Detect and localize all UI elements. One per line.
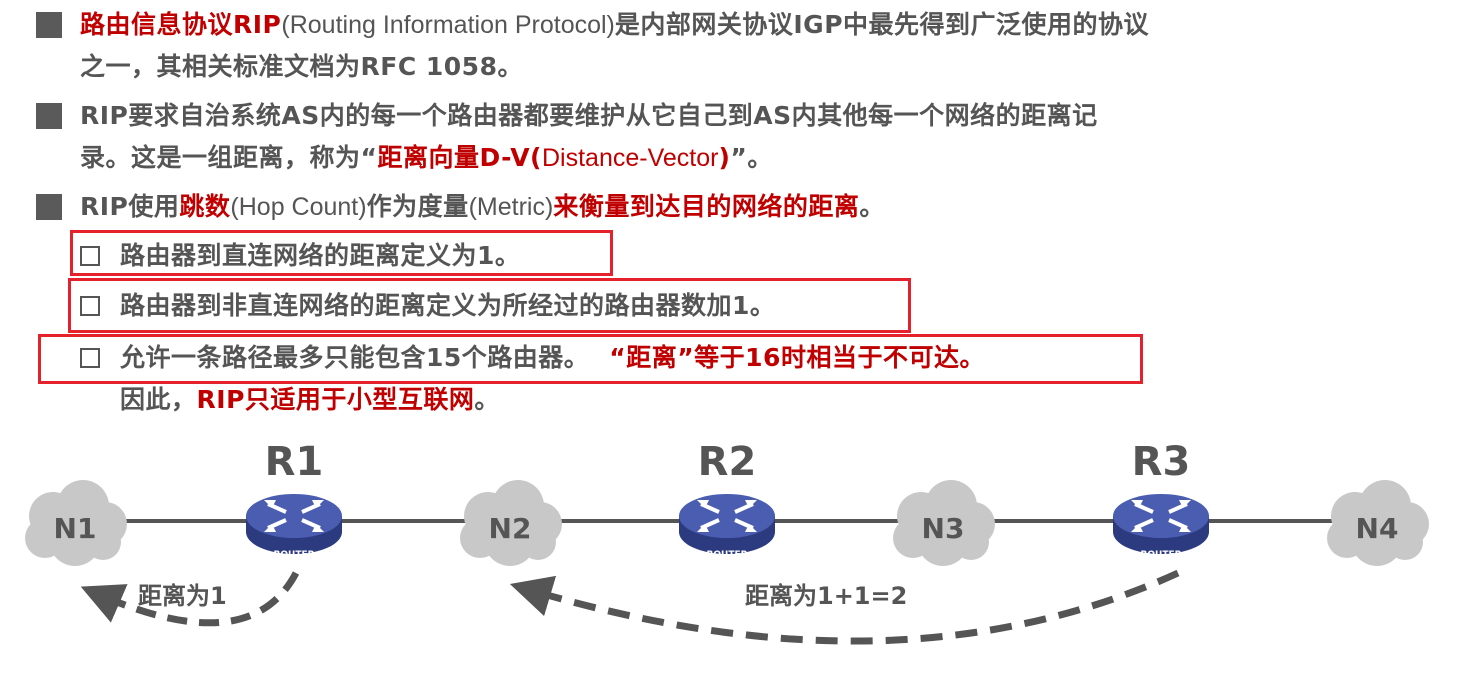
text: (Hop Count): [230, 193, 367, 221]
bullet-marker: [36, 103, 62, 129]
network-label: N2: [489, 512, 532, 545]
term-rip: 路由信息协议RIP: [80, 10, 282, 39]
router-icon: [244, 492, 344, 556]
network-label: N3: [922, 512, 965, 545]
bullet-2-line-2: 录。这是一组距离，称为“距离向量D-V(Distance-Vector)”。: [80, 142, 773, 174]
router-icon: [1111, 492, 1211, 556]
bullet-3-line-1: RIP使用跳数(Hop Count)作为度量(Metric)来衡量到达目的网络的…: [80, 191, 885, 223]
sub-item-3: 允许一条路径最多只能包含15个路由器。 “距离”等于16时相当于不可达。: [120, 342, 985, 374]
network-label: N4: [1356, 512, 1399, 545]
term-dv: 距离向量D-V(: [377, 143, 542, 172]
router-caption: ROUTER: [1140, 550, 1181, 560]
bullet-1-line-2: 之一，其相关标准文档为RFC 1058。: [80, 51, 523, 83]
bullet-2-line-1: RIP要求自治系统AS内的每一个路由器都要维护从它自己到AS内其他每一个网络的距…: [80, 100, 1098, 132]
text: 作为度量: [366, 192, 469, 221]
router-caption: ROUTER: [273, 550, 314, 560]
text: (Metric): [468, 193, 554, 221]
checkbox-icon: [80, 246, 100, 266]
sub-item-2: 路由器到非直连网络的距离定义为所经过的路由器数加1。: [120, 290, 775, 322]
bullet-marker: [36, 194, 62, 220]
arrow-1-label: 距离为1: [138, 582, 227, 610]
network-label: N1: [54, 512, 97, 545]
text: 路由器到非直连网络的距离定义为所经过的路由器数加1。: [120, 291, 776, 320]
distance-arrow-2: [509, 569, 1180, 645]
text: 录。这是一组距离，称为“: [80, 143, 378, 172]
text: 允许一条路径最多只能包含15个路由器。: [120, 343, 590, 372]
arrow-2-label: 距离为1+1=2: [745, 582, 907, 610]
bullet-marker: [36, 12, 62, 38]
text: 因此，: [120, 385, 197, 414]
router-icon: [677, 492, 777, 556]
text: ): [718, 143, 731, 172]
text: 。: [859, 192, 885, 221]
term-dv-english: Distance-Vector: [542, 144, 719, 172]
bullet-1-line-1: 路由信息协议RIP(Routing Information Protocol)是…: [80, 9, 1149, 41]
checkbox-icon: [80, 348, 100, 368]
text: 路由器到直连网络的距离定义为1。: [120, 241, 521, 270]
text: ”。: [730, 143, 773, 172]
router-caption: ROUTER: [706, 550, 747, 560]
text: RIP只适用于小型互联网: [196, 385, 475, 414]
text: 。: [474, 385, 500, 414]
highlight-box: [70, 230, 613, 276]
sub-item-1: 路由器到直连网络的距离定义为1。: [120, 240, 520, 272]
rip-english: (Routing Information Protocol): [281, 11, 615, 39]
highlight-box: [38, 334, 1143, 384]
text: RIP使用: [80, 192, 180, 221]
text: RIP要求自治系统AS内的每一个路由器都要维护从它自己到AS内其他每一个网络的距…: [80, 101, 1098, 130]
highlight-box: [68, 278, 911, 333]
text: 是内部网关协议IGP中最先得到广泛使用的协议: [614, 10, 1150, 39]
text: 之一，其相关标准文档为RFC 1058。: [80, 52, 523, 81]
checkbox-icon: [80, 296, 100, 316]
router-label: R3: [1132, 439, 1191, 485]
sub-item-3-cont: 因此，RIP只适用于小型互联网。: [120, 384, 500, 416]
term-hop: 跳数: [179, 192, 231, 221]
router-label: R2: [698, 439, 757, 485]
router-label: R1: [265, 439, 324, 485]
text: 来衡量到达目的网络的距离: [553, 192, 860, 221]
text: “距离”等于16时相当于不可达。: [609, 343, 985, 372]
